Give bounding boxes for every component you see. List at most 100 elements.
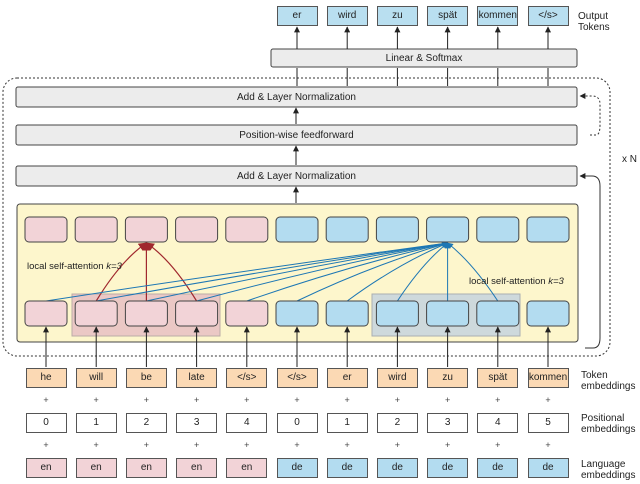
target-attention-curve (447, 242, 499, 302)
target-attention-curve (45, 240, 449, 302)
attention-input-node (526, 300, 570, 327)
positional-embedding: 3 (427, 413, 469, 433)
token-embedding: will (75, 368, 117, 388)
add-norm-top-label: Add & Layer Normalization (237, 92, 356, 103)
token-embedding: late (176, 368, 218, 388)
positional-embedding: 4 (477, 413, 519, 433)
attention-input-node (74, 300, 118, 327)
language-embeddings-label: Language embeddings (581, 459, 636, 481)
attention-output-node (124, 216, 168, 243)
attention-input-node (325, 300, 369, 327)
plus-sign: + (495, 440, 501, 450)
add-norm-bottom-bar (15, 165, 578, 187)
plus-sign: + (193, 395, 200, 405)
attention-input-node (24, 300, 68, 327)
positional-embedding: 2 (376, 413, 418, 433)
language-embedding: de (527, 458, 569, 478)
attention-output-node (275, 216, 319, 243)
source-attention-curve (95, 242, 148, 302)
output-token: kommen (477, 6, 519, 26)
target-attention-curve (146, 240, 449, 302)
plus-sign: + (193, 440, 200, 450)
language-embedding: de (376, 458, 418, 478)
attention-input-node (275, 300, 319, 327)
plus-sign: + (444, 440, 451, 450)
token-embedding: zu (427, 368, 469, 388)
positional-embedding: 5 (527, 413, 569, 433)
attention-output-node (24, 216, 68, 243)
source-attention-curve (145, 242, 198, 302)
token-embeddings-label: Token embeddings (581, 370, 636, 392)
plus-sign: + (93, 440, 99, 450)
token-embedding: </s> (226, 368, 268, 388)
positional-embedding: 1 (75, 413, 117, 433)
positional-embedding: 0 (276, 413, 318, 433)
target-attention-curve (346, 242, 449, 302)
plus-sign: + (143, 440, 150, 450)
attention-input-node (375, 300, 419, 327)
plus-sign: + (244, 440, 250, 450)
residual-arrow-top (579, 93, 601, 136)
output-token: </s> (527, 6, 569, 26)
target-attention-curve (296, 241, 449, 302)
positional-embedding: 1 (326, 413, 368, 433)
output-token: er (276, 6, 318, 26)
plus-sign: + (495, 395, 501, 405)
feedforward-label: Position-wise feedforward (239, 130, 354, 141)
output-tokens-label: Output Tokens (578, 11, 610, 33)
language-embedding: en (25, 458, 67, 478)
plus-sign: + (244, 395, 250, 405)
plus-sign: + (344, 440, 350, 450)
token-embedding: er (326, 368, 368, 388)
plus-sign: + (545, 395, 551, 405)
add-norm-bottom-label: Add & Layer Normalization (237, 171, 356, 182)
attention-input-node (175, 300, 219, 327)
repeat-block-outline (2, 77, 611, 357)
linear-softmax-bar (270, 48, 578, 68)
token-embedding: he (25, 368, 67, 388)
token-embedding: </s> (276, 368, 318, 388)
positional-embedding: 4 (226, 413, 268, 433)
attention-output-node (476, 216, 520, 243)
feedforward-bar (15, 124, 578, 146)
token-embedding: kommen (527, 368, 569, 388)
output-token: spät (427, 6, 469, 26)
attention-input-node (476, 300, 520, 327)
language-embedding: de (326, 458, 368, 478)
local-attention-label-left: local self-attention k=3 (27, 261, 122, 272)
plus-sign: + (344, 395, 350, 405)
positional-embedding: 3 (176, 413, 218, 433)
plus-sign: + (394, 395, 401, 405)
attention-input-node (124, 300, 168, 327)
language-embedding: en (125, 458, 167, 478)
language-embedding: en (176, 458, 218, 478)
positional-embedding: 0 (25, 413, 67, 433)
language-embedding: de (477, 458, 519, 478)
plus-sign: + (444, 395, 451, 405)
target-attention-curve (96, 240, 449, 302)
repeat-label: x N (622, 154, 637, 165)
plus-sign: + (43, 395, 49, 405)
local-attention-label-right: local self-attention k=3 (469, 276, 564, 287)
language-embedding: de (276, 458, 318, 478)
language-embedding: en (75, 458, 117, 478)
token-embedding: spät (477, 368, 519, 388)
linear-softmax-label: Linear & Softmax (385, 53, 463, 64)
attention-output-node (375, 216, 419, 243)
attention-input-node (426, 300, 470, 327)
attention-input-node (225, 300, 269, 327)
target-attention-curve (396, 242, 449, 302)
plus-sign: + (294, 440, 300, 450)
token-embedding: wird (376, 368, 418, 388)
positional-embedding: 2 (125, 413, 167, 433)
plus-sign: + (43, 440, 49, 450)
language-embedding: de (427, 458, 469, 478)
plus-sign: + (394, 440, 401, 450)
target-attention-curve (246, 241, 449, 302)
output-token: wird (326, 6, 368, 26)
add-norm-top-bar (15, 86, 578, 108)
positional-embeddings-label: Positional embeddings (581, 413, 636, 435)
token-embedding: be (125, 368, 167, 388)
plus-sign: + (93, 395, 99, 405)
